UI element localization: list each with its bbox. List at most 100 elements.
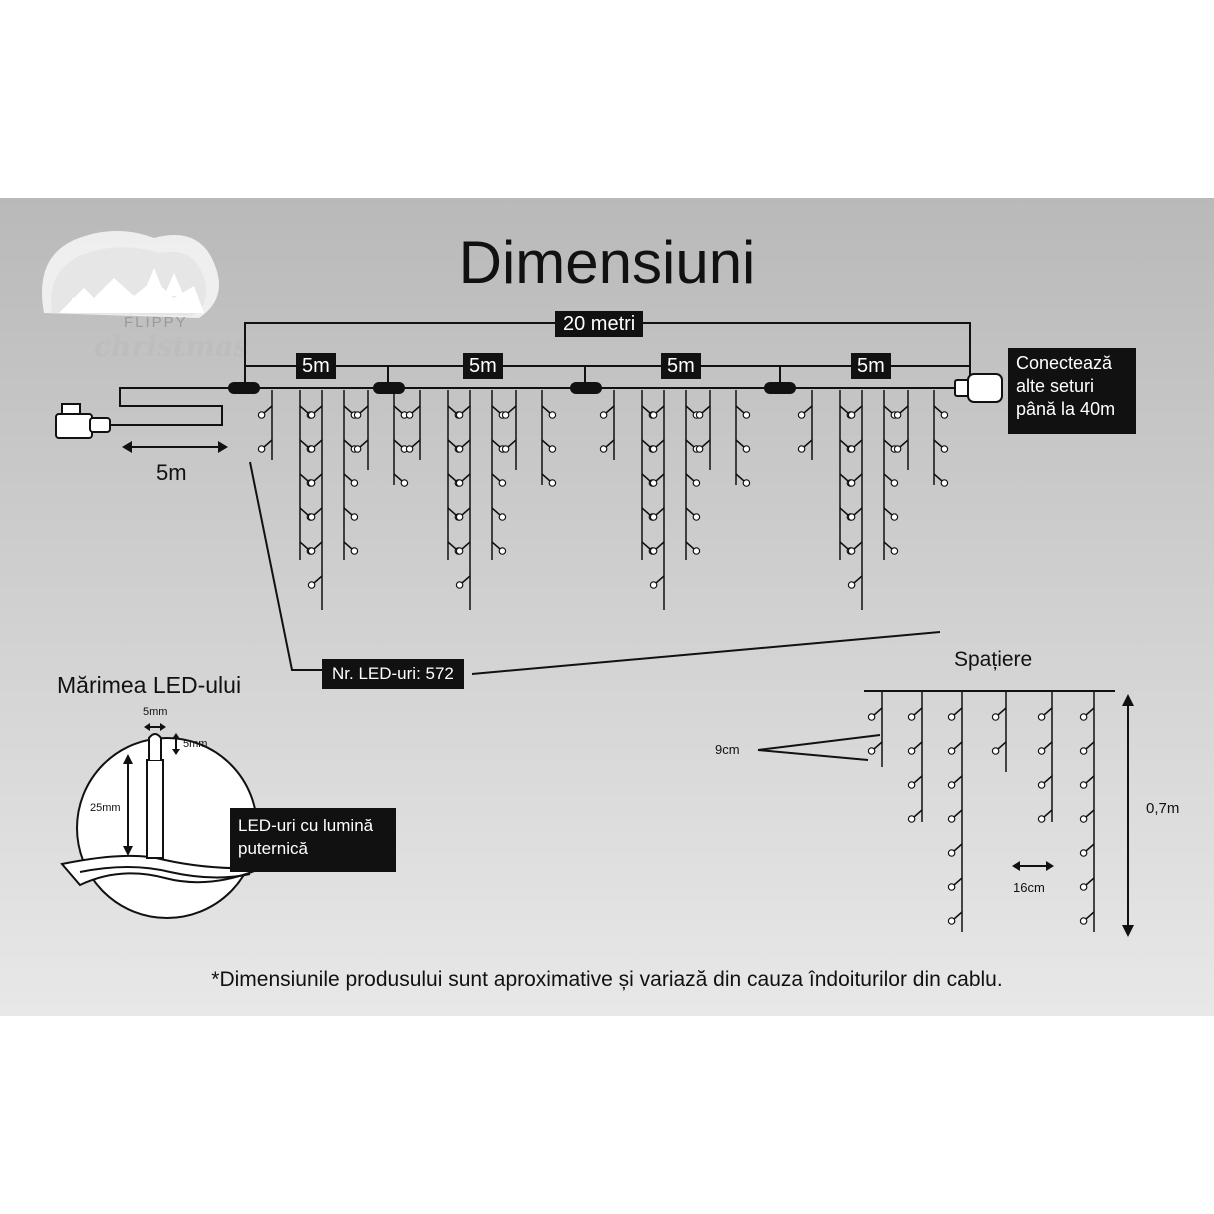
led-bulb xyxy=(498,513,507,521)
led-bulb xyxy=(692,479,701,487)
led-bulb xyxy=(695,445,704,453)
led-bulb xyxy=(947,849,956,857)
led-bulb xyxy=(847,547,856,555)
led-bulb xyxy=(940,479,949,487)
led-bulb xyxy=(907,815,916,823)
led-bulb xyxy=(742,411,751,419)
led-bulb xyxy=(692,513,701,521)
led-bulb xyxy=(947,815,956,823)
led-bulb xyxy=(940,445,949,453)
led-bulb xyxy=(847,445,856,453)
section-length-1: 5m xyxy=(296,353,336,379)
spacing-title: Spațiere xyxy=(954,648,1033,671)
section-length-4: 5m xyxy=(851,353,891,379)
led-bulb xyxy=(890,479,899,487)
led-bulb xyxy=(649,479,658,487)
led-bulb xyxy=(890,547,899,555)
connect-note: Conectează alte seturi până la 40m xyxy=(1008,348,1136,434)
led-bulb xyxy=(400,479,409,487)
led-bulb xyxy=(947,781,956,789)
led-bulb xyxy=(649,581,658,589)
led-bulb xyxy=(692,547,701,555)
led-bulb xyxy=(307,581,316,589)
logo-brand-script: christmas xyxy=(94,330,250,363)
led-bulb xyxy=(907,713,916,721)
led-bulb xyxy=(742,445,751,453)
led-bulb xyxy=(307,513,316,521)
led-bulb xyxy=(548,479,557,487)
lead-cable-length: 5m xyxy=(156,460,187,485)
led-bulb xyxy=(649,445,658,453)
led-bulb xyxy=(1037,747,1046,755)
led-bulb xyxy=(1079,815,1088,823)
flippy-christmas-logo: FLIPPY christmas xyxy=(34,218,249,368)
led-bulb xyxy=(455,581,464,589)
section-length-2: 5m xyxy=(463,353,503,379)
led-bulb xyxy=(947,917,956,925)
led-bulb xyxy=(455,513,464,521)
led-bulb xyxy=(797,445,806,453)
led-bulb xyxy=(455,479,464,487)
led-bulb xyxy=(257,445,266,453)
led-bulb xyxy=(649,513,658,521)
led-bulb xyxy=(498,479,507,487)
led-bulb xyxy=(1037,713,1046,721)
spacing-vertical-label: 9cm xyxy=(715,742,740,757)
page-title: Dimensiuni xyxy=(458,229,756,296)
led-bulb xyxy=(947,883,956,891)
led-bulb xyxy=(847,513,856,521)
led-bulb xyxy=(599,445,608,453)
section-length-3: 5m xyxy=(661,353,701,379)
logo-brand-top: FLIPPY xyxy=(124,314,188,331)
led-bulb xyxy=(907,747,916,755)
led-bulb xyxy=(405,445,414,453)
led-bulb xyxy=(1079,781,1088,789)
led-bulb xyxy=(350,513,359,521)
led-bulb xyxy=(1037,781,1046,789)
led-bulb xyxy=(257,411,266,419)
led-bulb xyxy=(353,445,362,453)
led-width-label: 5mm xyxy=(143,706,168,718)
led-bulb xyxy=(991,747,1000,755)
led-note-line-1: LED-uri cu lumină xyxy=(238,816,374,835)
led-bulb xyxy=(548,445,557,453)
led-bulb xyxy=(405,411,414,419)
led-bulb xyxy=(742,479,751,487)
led-bulb xyxy=(455,445,464,453)
led-bulb xyxy=(498,547,507,555)
led-bulb xyxy=(847,411,856,419)
led-bulb xyxy=(1079,849,1088,857)
led-bulb xyxy=(847,581,856,589)
led-bulb xyxy=(548,411,557,419)
led-bulb xyxy=(847,479,856,487)
led-bulb xyxy=(350,479,359,487)
led-count-label: Nr. LED-uri: 572 xyxy=(322,659,464,689)
led-bulb xyxy=(307,479,316,487)
led-size-title: Mărimea LED-ului xyxy=(57,672,242,698)
connect-note-line-2: alte seturi xyxy=(1016,376,1095,396)
led-bulb xyxy=(867,713,876,721)
footnote: *Dimensiunile produsului sunt aproximati… xyxy=(211,968,1003,991)
led-bulb xyxy=(797,411,806,419)
led-bulb xyxy=(1079,713,1088,721)
led-height-label: 25mm xyxy=(90,802,121,814)
led-bulb xyxy=(455,547,464,555)
led-bulb xyxy=(695,411,704,419)
led-note-line-2: puternică xyxy=(238,839,308,858)
led-bulb xyxy=(947,747,956,755)
connect-note-line-1: Conectează xyxy=(1016,353,1113,373)
led-bulb xyxy=(947,713,956,721)
spacing-horizontal-label: 16cm xyxy=(1013,880,1045,895)
led-bulb xyxy=(890,513,899,521)
led-bulb xyxy=(501,445,510,453)
led-bulb xyxy=(353,411,362,419)
led-bulb xyxy=(649,547,658,555)
led-bulb xyxy=(501,411,510,419)
led-bulb xyxy=(455,411,464,419)
led-bulb xyxy=(991,713,1000,721)
connect-note-line-3: până la 40m xyxy=(1016,399,1116,419)
led-bulb xyxy=(893,411,902,419)
led-bulb xyxy=(867,747,876,755)
led-bulb xyxy=(907,781,916,789)
